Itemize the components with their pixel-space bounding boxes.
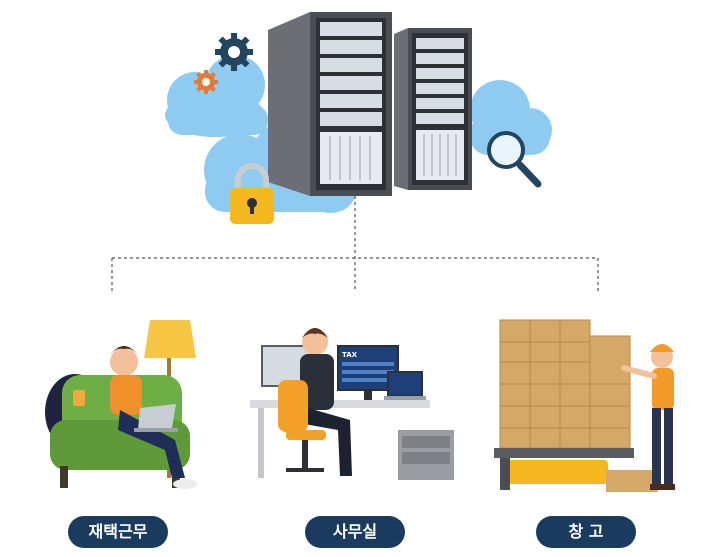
office-worker-illustration: TAX [250, 328, 454, 480]
gear-icon [215, 33, 253, 71]
label-office: 사무실 [305, 516, 405, 548]
lock-icon [230, 163, 274, 224]
label-warehouse: 창 고 [536, 516, 636, 548]
magnifier-icon [487, 131, 542, 188]
gear-icon [194, 70, 218, 94]
connector-lines [111, 196, 599, 292]
server-icon [394, 28, 472, 190]
warehouse-worker-illustration [494, 319, 675, 492]
cloud-icon [165, 55, 268, 137]
label-home-work: 재택근무 [68, 516, 168, 548]
server-icon [268, 12, 392, 196]
home-worker-illustration [45, 320, 197, 489]
tax-screen-label: TAX [342, 351, 358, 359]
